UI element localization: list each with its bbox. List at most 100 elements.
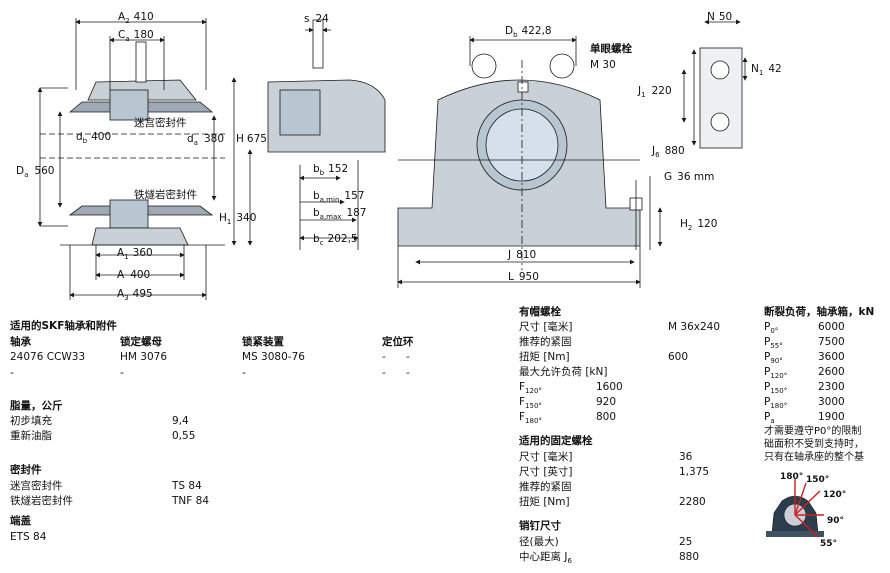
attach-bolts-title: 适用的固定螺栓 [519,435,593,447]
grease-relub-value: 0,55 [172,430,196,442]
label-eye-bolt: 单眼螺栓 [590,42,632,55]
attach-bolts-in-label: 尺寸 [英寸] [519,466,573,478]
dowel-diam-value: 25 [679,536,693,548]
bl-note-3: 只有在轴承座的整个基 [764,452,864,463]
seal-labyrinth-label: 迷宫密封件 [10,480,63,492]
bl-note-2: 础面积不受到支持时， [764,439,864,450]
load-f180-value: 800 [596,411,617,423]
dowel-centre-value: 880 [679,551,700,563]
dowel-pins-title: 销钉尺寸 [519,520,561,532]
label-eye-bolt-size: M 30 [590,59,616,71]
label-taconite-seal: 铁燧岩密封件 [134,188,197,201]
bl-p120-value: 2600 [818,366,845,378]
bearing-value-2: - [10,367,14,379]
front-view-housing [397,36,663,288]
bl-p90-label: P90° [764,351,783,366]
bl-p0-label: P0° [764,321,779,336]
section-view-middle [267,19,386,250]
load-f120-label: F120° [519,381,542,396]
cap-bolts-max-load: 最大允许负荷 [kN] [519,366,608,378]
bl-p55-value: 7500 [818,336,845,348]
bl-pa-value: 1900 [818,411,845,423]
col-locating-ring: 定位环 [382,336,414,348]
seal-labyrinth-value: TS 84 [172,480,202,492]
grease-initial-label: 初步填充 [10,415,52,427]
attach-bolts-torque-label: 扭矩 [Nm] [519,496,570,508]
bl-p150-value: 2300 [818,381,845,393]
seal-taconite-label: 铁燧岩密封件 [10,495,73,507]
cap-bolts-torque-value: 600 [668,351,689,363]
lock-nut-value: HM 3076 [120,351,168,363]
bl-p55-label: P55° [764,336,783,351]
dowel-diam-label: 径(最大) [519,536,559,548]
bl-p180-value: 3000 [818,396,845,408]
load-f120-value: 1600 [596,381,623,393]
load-f150-label: F150° [519,396,542,411]
col-locking-device: 锁紧装置 [242,336,284,348]
bl-pa-label: Pa [764,411,775,426]
locking-device-value: MS 3080-76 [242,351,305,363]
svg-text:G36 mm: G36 mm [664,171,714,183]
bl-p90-value: 3600 [818,351,845,363]
svg-text:55°: 55° [820,539,837,549]
load-angle-diagram: 180° 150° 120° 90° 55° [766,472,846,549]
grease-initial-value: 9,4 [172,415,189,427]
section-view-left [37,18,253,300]
svg-text:150°: 150° [806,475,829,485]
attach-bolts-recommended: 推荐的紧固 [519,481,572,493]
svg-text:s24: s24 [304,13,329,25]
locating-ring-value-2: - [406,351,410,363]
bl-note-1: 才需要遵守P0°的限制 [764,426,862,437]
bl-p180-label: P180° [764,396,788,411]
col-bearing: 轴承 [10,336,31,348]
col-lock-nut: 锁定螺母 [120,336,162,348]
load-f150-value: 920 [596,396,617,408]
base-top-view [681,19,748,149]
end-cover-value: ETS 84 [10,531,47,543]
attach-bolts-mm-label: 尺寸 [毫米] [519,451,573,463]
svg-text:90°: 90° [827,516,844,526]
seals-title: 密封件 [10,464,42,476]
grease-title: 脂量，公斤 [10,400,63,412]
breaking-loads-title: 断裂负荷，轴承箱，kN [764,306,875,318]
cap-bolts-size-label: 尺寸 [毫米] [519,321,573,333]
cap-bolts-torque-label: 扭矩 [Nm] [519,351,570,363]
locking-device-value-2: - [242,367,246,379]
lock-nut-value-2: - [120,367,124,379]
bearing-value: 24076 CCW33 [10,351,86,363]
locating-ring-value: - [382,351,386,363]
accessories-title: 适用的SKF轴承和附件 [10,320,117,332]
bl-p150-label: P150° [764,381,788,396]
cap-bolts-size-value: M 36x240 [668,321,721,333]
cap-bolts-title: 有帽螺栓 [519,306,561,318]
grease-relub-label: 重新油脂 [10,430,52,442]
attach-bolts-in-value: 1,375 [679,466,710,478]
end-cover-title: 端盖 [10,515,31,527]
locating-ring-value-4: - [406,367,410,379]
label-labyrinth-seal: 迷宫密封件 [134,116,187,129]
bl-p120-label: P120° [764,366,788,381]
svg-text:180°: 180° [780,472,803,482]
dowel-centre-label: 中心距离 J6 [519,551,572,566]
